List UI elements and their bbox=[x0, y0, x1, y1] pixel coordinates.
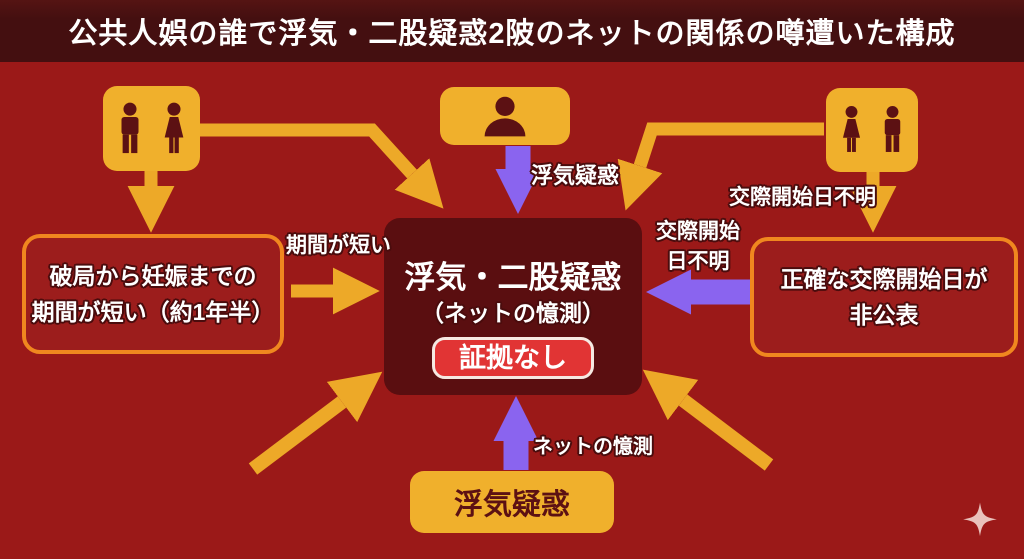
label-dating-start-l1: 交際開始 bbox=[656, 220, 740, 243]
woman-icon bbox=[842, 105, 861, 152]
woman-icon bbox=[164, 102, 183, 153]
center-title: 浮気・二股疑惑 bbox=[404, 260, 622, 295]
label-period-short: 期間が短い bbox=[286, 234, 391, 257]
left-reason-line2: 期間が短い（約1年半） bbox=[31, 299, 275, 325]
arrow-left-elbow-to-center bbox=[199, 123, 444, 209]
label-dating-start-l2: 日不明 bbox=[666, 250, 730, 273]
arrow-right-elbow-to-center bbox=[617, 122, 824, 211]
four-point-sparkle-icon bbox=[963, 502, 997, 537]
label-cheating-suspicion-top: 浮気疑惑 bbox=[531, 163, 620, 188]
label-dating-start-unknown-2line: 交際開始 日不明 bbox=[650, 217, 746, 277]
right-reason-box: 正確な交際開始日が 非公表 bbox=[750, 237, 1018, 357]
center-suspicion-box: 浮気・二股疑惑 （ネットの憶測） 証拠なし bbox=[384, 218, 642, 395]
no-evidence-badge: 証拠なし bbox=[432, 337, 594, 379]
bottom-suspicion-box: 浮気疑惑 bbox=[410, 471, 614, 533]
couple-right-box bbox=[826, 88, 918, 172]
right-reason-line2: 非公表 bbox=[849, 302, 919, 328]
man-icon bbox=[121, 102, 138, 153]
center-subtitle: （ネットの憶測） bbox=[421, 300, 605, 326]
label-net-speculation: ネットの憶測 bbox=[533, 436, 653, 458]
label-dating-start-unknown: 交際開始日不明 bbox=[729, 186, 876, 209]
left-reason-box: 破局から妊娠までの 期間が短い（約1年半） bbox=[22, 234, 284, 354]
right-reason-line1: 正確な交際開始日が bbox=[780, 266, 988, 292]
left-reason-line1: 破局から妊娠までの bbox=[49, 263, 257, 289]
title-banner: 公共人娯の誰で浮気・二股疑惑2陂のネットの関係の噂遭いた構成 bbox=[0, 0, 1024, 62]
person-top-box bbox=[440, 87, 570, 145]
diagram-title: 公共人娯の誰で浮気・二股疑惑2陂のネットの関係の噂遭いた構成 bbox=[68, 18, 956, 50]
couple-left-box bbox=[103, 86, 200, 171]
bottom-suspicion-label: 浮気疑惑 bbox=[453, 489, 570, 521]
person-bust-icon bbox=[484, 96, 526, 137]
man-icon bbox=[884, 105, 901, 152]
arrow-bottom-left-diagonal bbox=[248, 371, 383, 475]
arrow-bottom-right-diagonal bbox=[642, 369, 774, 471]
